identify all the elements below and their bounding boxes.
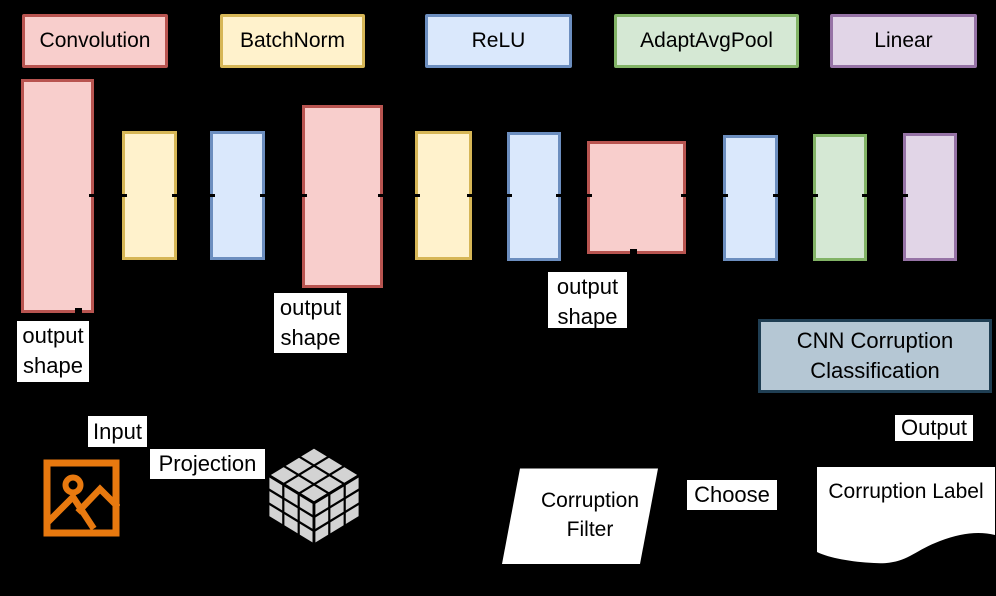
layer-10-linear: [903, 133, 957, 261]
legend-relu: ReLU: [425, 14, 572, 68]
legend-batchnorm: BatchNorm: [220, 14, 365, 68]
corruption-filter-shape: [502, 468, 658, 564]
layer-9-adaptavgpool: [813, 134, 867, 261]
corruption-label-label: Corruption Label: [828, 480, 984, 503]
legend-linear: Linear: [830, 14, 977, 68]
layer-connector: [773, 194, 818, 197]
output-shape-note: output shape: [274, 293, 347, 353]
layer-connector: [172, 194, 215, 197]
choose-label: Choose: [687, 480, 777, 510]
layer-6-relu: [507, 132, 561, 261]
layer-connector: [862, 194, 908, 197]
input-label: Input: [88, 416, 147, 447]
layer-8-relu: [723, 135, 778, 261]
connector-stub: [630, 249, 637, 255]
layer-connector: [89, 194, 127, 197]
layer-connector: [378, 194, 420, 197]
legend-adaptavgpool: AdaptAvgPool: [614, 14, 799, 68]
input-image-icon: [43, 459, 120, 537]
layer-1-convolution: [21, 79, 94, 313]
layer-connector: [467, 194, 512, 197]
layer-7-convolution: [587, 141, 686, 254]
layer-connector: [556, 194, 592, 197]
connector-stub: [75, 308, 82, 314]
projection-cube-icon: [267, 446, 361, 546]
layer-connector: [681, 194, 728, 197]
layer-3-relu: [210, 131, 265, 260]
layer-4-convolution: [302, 105, 383, 288]
legend-convolution: Convolution: [22, 14, 168, 68]
output-shape-note: output shape: [548, 272, 627, 329]
layer-2-batchnorm: [122, 131, 177, 260]
projection-label: Projection: [150, 449, 265, 479]
layer-connector: [260, 194, 307, 197]
corruption-filter-label: Corruption Filter: [540, 489, 640, 541]
cnn-corruption-classification-box: CNN Corruption Classification: [758, 319, 992, 393]
corruption-label-shape: [817, 467, 995, 564]
output-label: Output: [895, 415, 973, 441]
output-shape-note: output shape: [17, 321, 89, 382]
layer-5-batchnorm: [415, 131, 472, 260]
